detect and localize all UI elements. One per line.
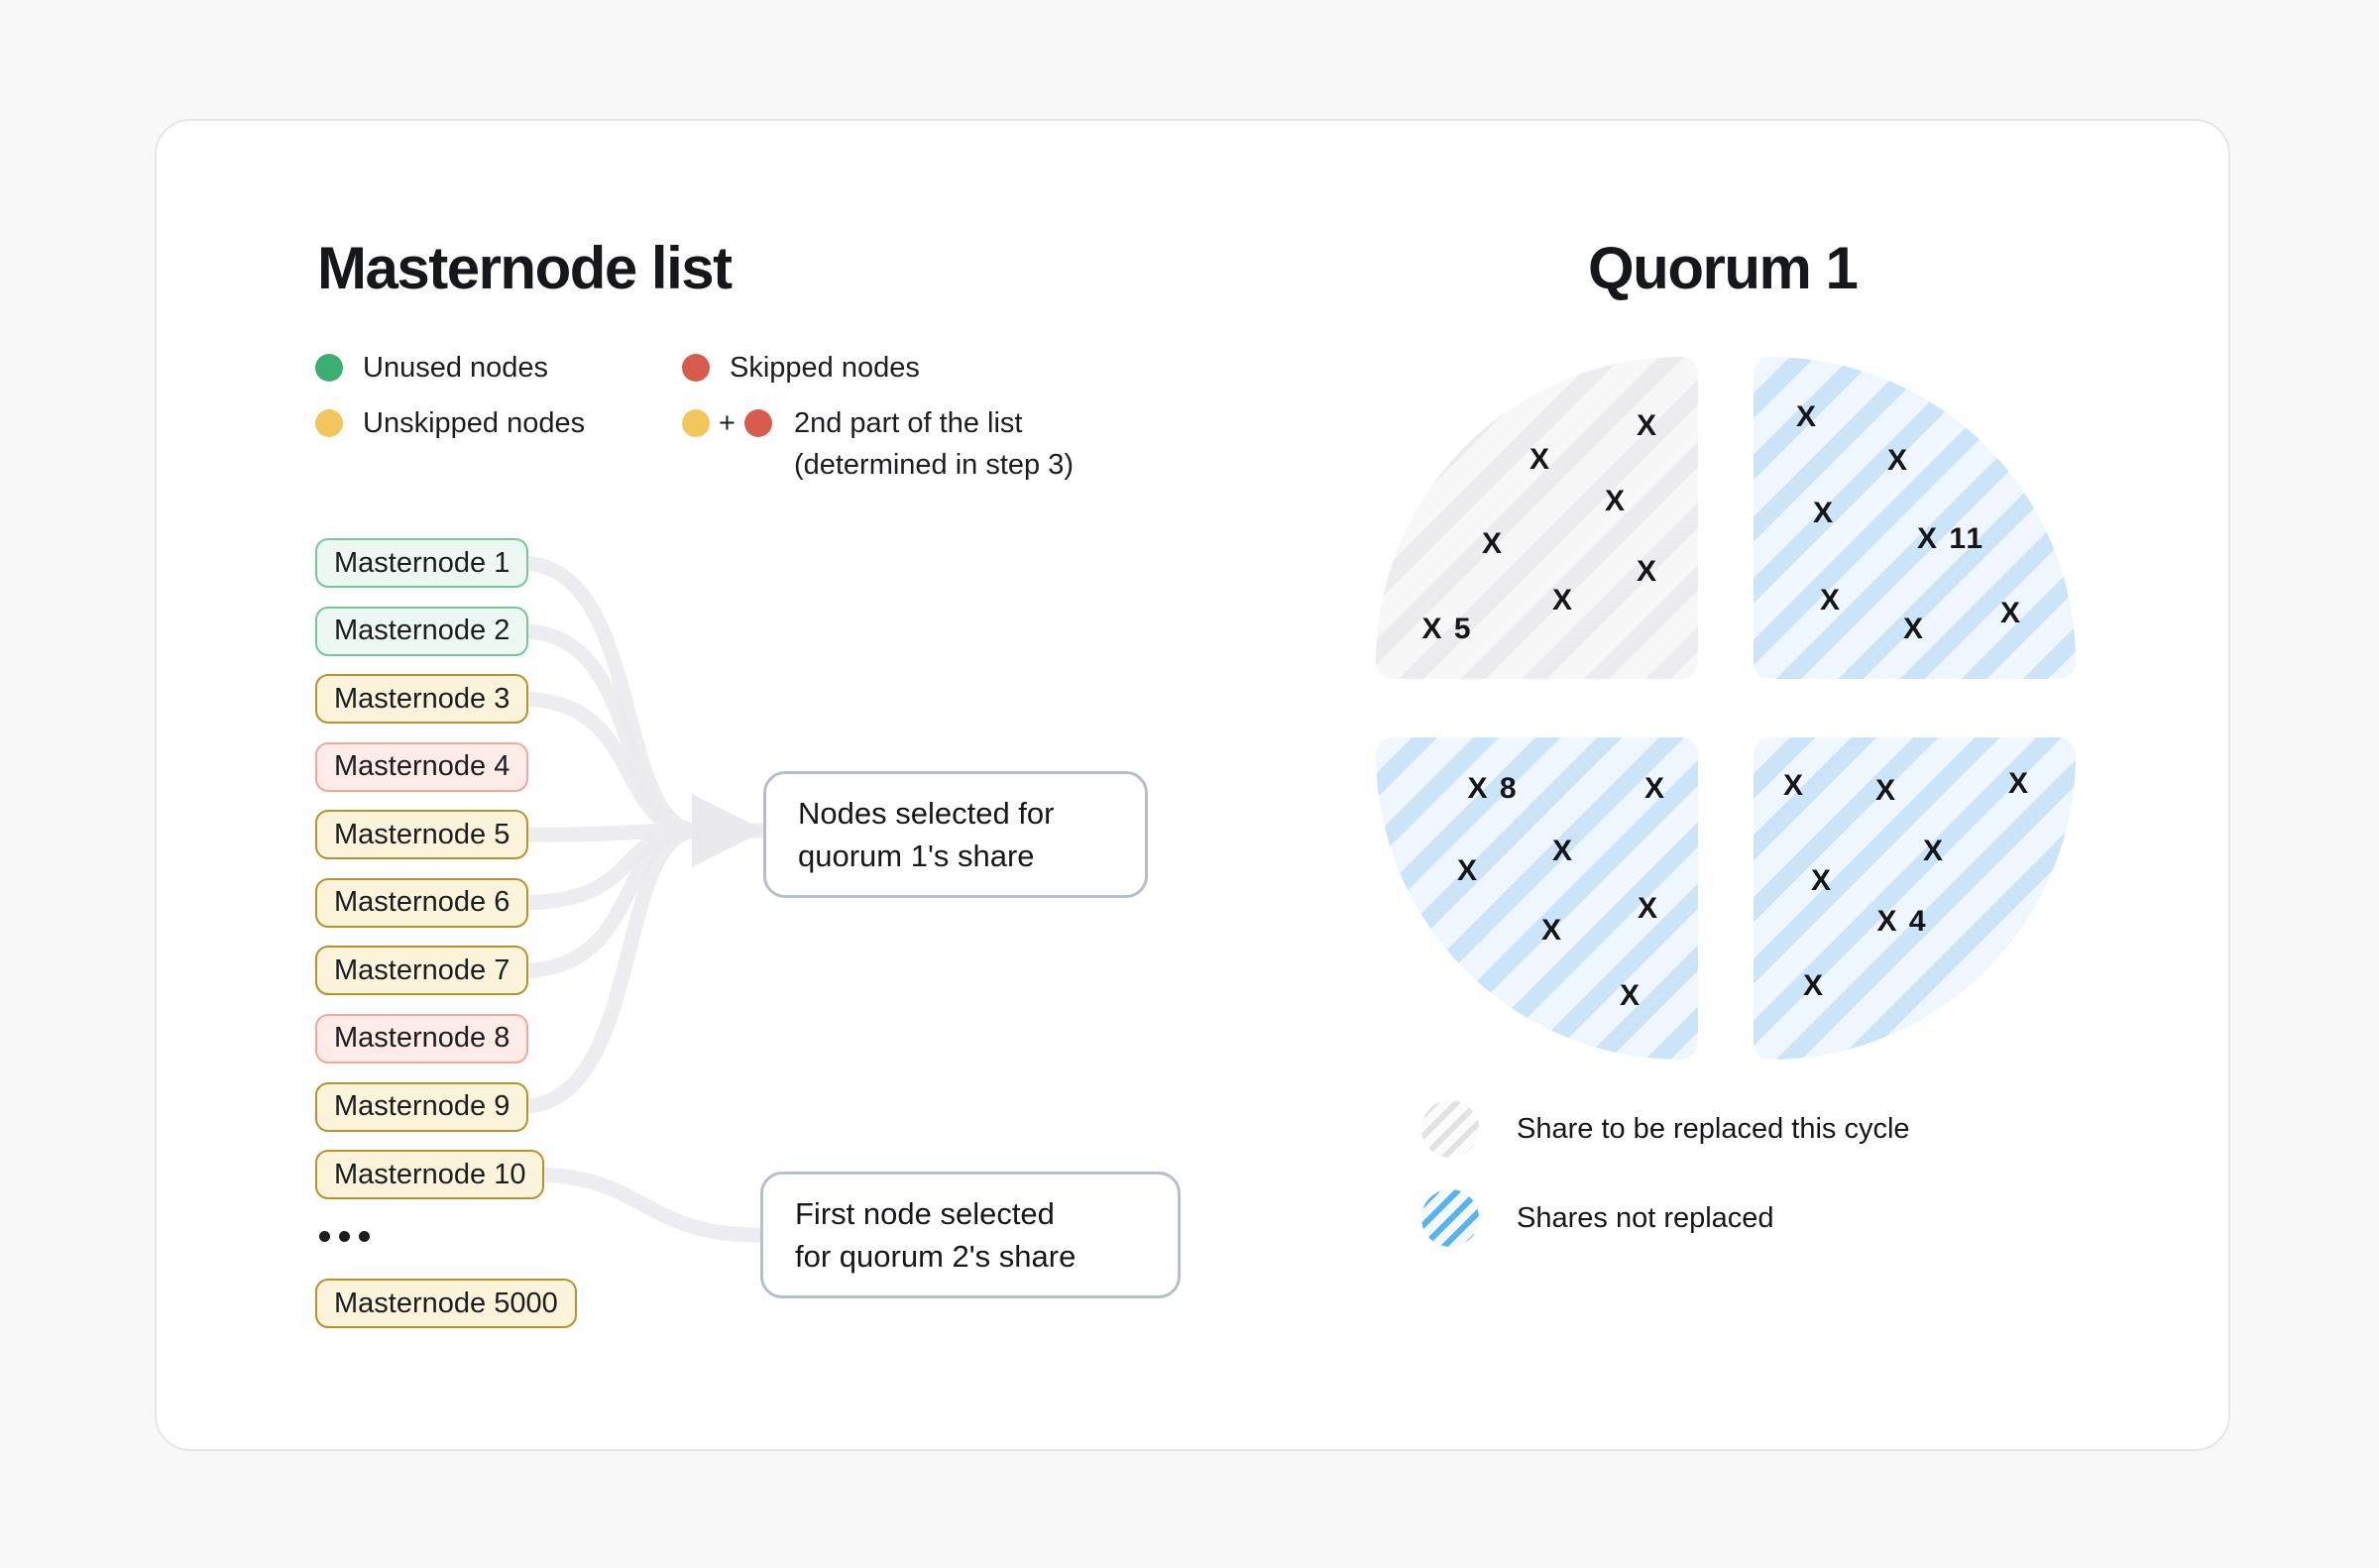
ellipsis-dot-icon [359, 1231, 370, 1242]
skipped-node-dot-icon [682, 354, 710, 382]
gray-hatch-icon [1421, 1100, 1479, 1158]
masternode-list-title: Masternode list [317, 235, 733, 301]
unskipped-node-dot-icon [315, 409, 343, 437]
masternode-item: Masternode 5 [315, 810, 529, 860]
x-mark: X [1636, 555, 1659, 588]
plus-sign: + [719, 407, 736, 439]
x-mark: X 8 [1467, 772, 1519, 805]
x-mark: X [1636, 409, 1659, 442]
masternode-item: Masternode 1 [315, 538, 529, 588]
x-mark: X [1810, 864, 1834, 897]
unused-node-dot-icon [315, 354, 343, 382]
quorum1-share-callout: Nodes selected for quorum 1's share [763, 771, 1148, 898]
x-mark: X [1999, 597, 2023, 629]
legend-label-line2: (determined in step 3) [793, 449, 1075, 481]
ellipsis-dot-icon [319, 1231, 330, 1242]
x-mark: X [1819, 584, 1843, 616]
x-mark: X 5 [1421, 613, 1473, 645]
x-mark: X [1529, 443, 1552, 476]
x-mark: X [1540, 914, 1564, 947]
x-mark: X [1795, 400, 1819, 433]
x-mark: X [1551, 584, 1575, 616]
legend-item-unskipped: Unskipped nodes [315, 402, 585, 444]
legend-label: Skipped nodes [730, 352, 920, 384]
masternode-item: Masternode 3 [315, 674, 529, 725]
ellipsis-dot-icon [339, 1231, 350, 1242]
x-mark: X [1604, 485, 1628, 517]
x-mark: X [1637, 892, 1660, 925]
masternode-item: Masternode 4 [315, 741, 529, 792]
x-mark: X [1812, 497, 1836, 529]
masternode-item: Masternode 6 [315, 877, 529, 928]
x-mark: X [1802, 969, 1826, 1002]
legend-label: Unskipped nodes [363, 407, 586, 439]
legend-label: Share to be replaced this cycle [1517, 1112, 1910, 1145]
quorum2-share-callout: First node selected for quorum 2's share [760, 1172, 1181, 1298]
legend-item-unused: Unused nodes [315, 347, 548, 389]
x-mark: X [1874, 774, 1898, 807]
x-mark: X [1922, 835, 1946, 867]
masternode-item: Masternode 10 [315, 1150, 545, 1200]
callout-line2: for quorum 2's share [795, 1239, 1076, 1274]
legend-item-skipped: Skipped nodes [682, 347, 920, 389]
skipped-node-dot-icon [743, 409, 772, 437]
legend-label: Unused nodes [363, 352, 549, 384]
x-mark: X 4 [1876, 905, 1928, 938]
masternode-item: Masternode 9 [315, 1081, 529, 1132]
blue-hatch-icon [1421, 1189, 1479, 1247]
legend-item-replaced-share: Share to be replaced this cycle [1421, 1100, 1910, 1158]
masternode-item: Masternode 7 [315, 946, 529, 996]
masternode-item: Masternode 2 [315, 606, 529, 656]
legend-item-second-part: + 2nd part of the list (determined in st… [682, 402, 1074, 486]
x-mark: X [1481, 527, 1505, 560]
list-ellipsis [319, 1231, 370, 1242]
x-mark: X 11 [1916, 522, 1985, 555]
x-mark: X [1643, 772, 1667, 805]
legend-label: Shares not replaced [1517, 1201, 1774, 1234]
x-mark: X [1782, 769, 1806, 802]
callout-line2: quorum 1's share [798, 839, 1035, 873]
x-mark: X [1886, 444, 1910, 477]
x-mark: X [1456, 854, 1480, 887]
callout-line1: Nodes selected for [798, 796, 1055, 831]
legend-label-line1: 2nd part of the list [793, 407, 1023, 439]
x-mark: X [1619, 979, 1643, 1012]
legend-label-two-line: 2nd part of the list (determined in step… [794, 402, 1074, 486]
x-mark: X [1902, 613, 1926, 645]
callout-line1: First node selected [795, 1196, 1055, 1231]
unskipped-node-dot-icon [682, 409, 710, 437]
masternode-item: Masternode 5000 [315, 1279, 577, 1328]
quorum-title: Quorum 1 [1588, 235, 1859, 301]
legend-item-not-replaced-shares: Shares not replaced [1421, 1189, 1774, 1247]
masternode-item: Masternode 8 [315, 1013, 529, 1064]
x-mark: X [1551, 835, 1575, 867]
x-mark: X [2007, 767, 2031, 800]
